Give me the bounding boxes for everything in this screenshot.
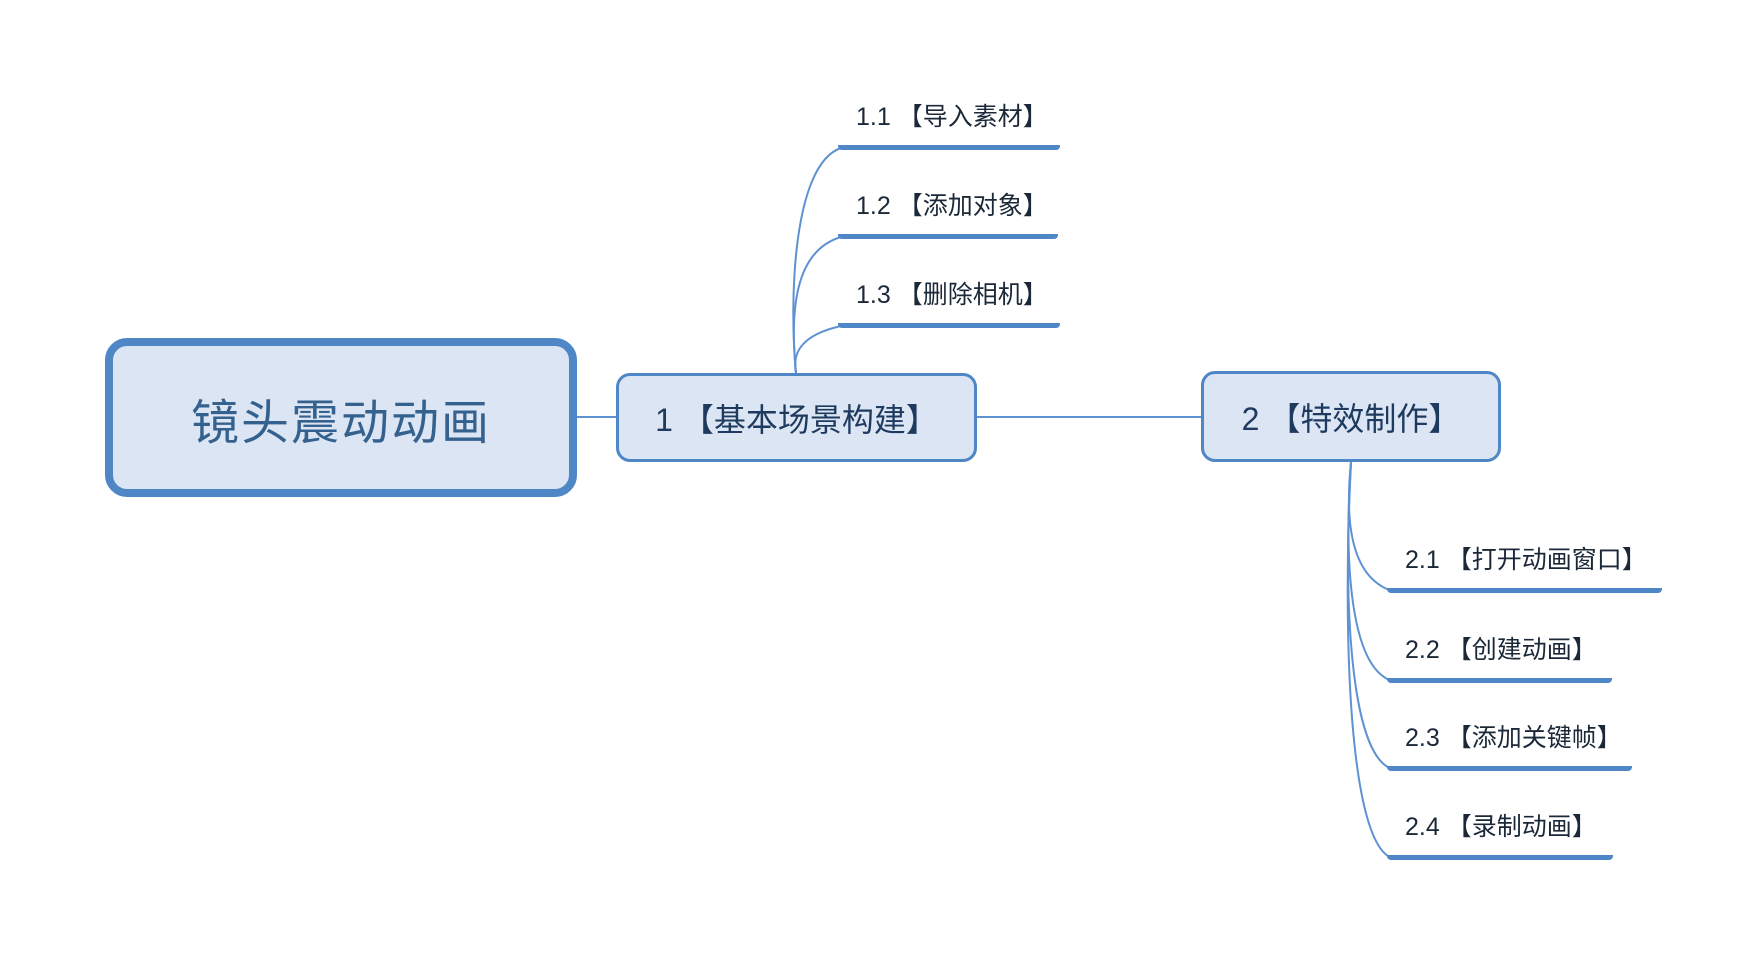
subtopic-2-1[interactable]: 2.1 【打开动画窗口】 — [1387, 544, 1662, 593]
subtopic-2-4[interactable]: 2.4 【录制动画】 — [1387, 811, 1613, 860]
subtopic-1-2-label: 1.2 【添加对象】 — [856, 192, 1048, 220]
subtopic-2-2-label: 2.2 【创建动画】 — [1405, 636, 1597, 664]
connector-topic1-to-sub1-1 — [792, 147, 842, 374]
subtopic-1-1-label: 1.1 【导入素材】 — [856, 103, 1048, 131]
subtopic-2-4-label: 2.4 【录制动画】 — [1405, 813, 1597, 841]
subtopic-1-1[interactable]: 1.1 【导入素材】 — [838, 101, 1060, 150]
subtopic-1-2[interactable]: 1.2 【添加对象】 — [838, 190, 1058, 239]
subtopic-2-1-label: 2.1 【打开动画窗口】 — [1405, 546, 1647, 574]
main-topic-1[interactable]: 1 【基本场景构建】 — [616, 373, 977, 462]
main-topic-2[interactable]: 2 【特效制作】 — [1201, 371, 1501, 462]
connector-topic2-to-sub2-2 — [1347, 461, 1393, 682]
connector-topic2-to-sub2-4 — [1346, 461, 1393, 859]
subtopic-2-3[interactable]: 2.3 【添加关键帧】 — [1387, 722, 1632, 771]
root-topic[interactable]: 镜头震动动画 — [105, 338, 577, 497]
connector-topic2-to-sub2-1 — [1347, 461, 1393, 592]
connector-topic1-to-sub1-3 — [794, 325, 842, 374]
subtopic-1-3-label: 1.3 【删除相机】 — [856, 281, 1048, 309]
subtopic-2-2[interactable]: 2.2 【创建动画】 — [1387, 634, 1612, 683]
subtopic-2-3-label: 2.3 【添加关键帧】 — [1405, 724, 1622, 752]
subtopic-1-3[interactable]: 1.3 【删除相机】 — [838, 279, 1060, 328]
connector-topic1-to-sub1-2 — [792, 236, 842, 374]
